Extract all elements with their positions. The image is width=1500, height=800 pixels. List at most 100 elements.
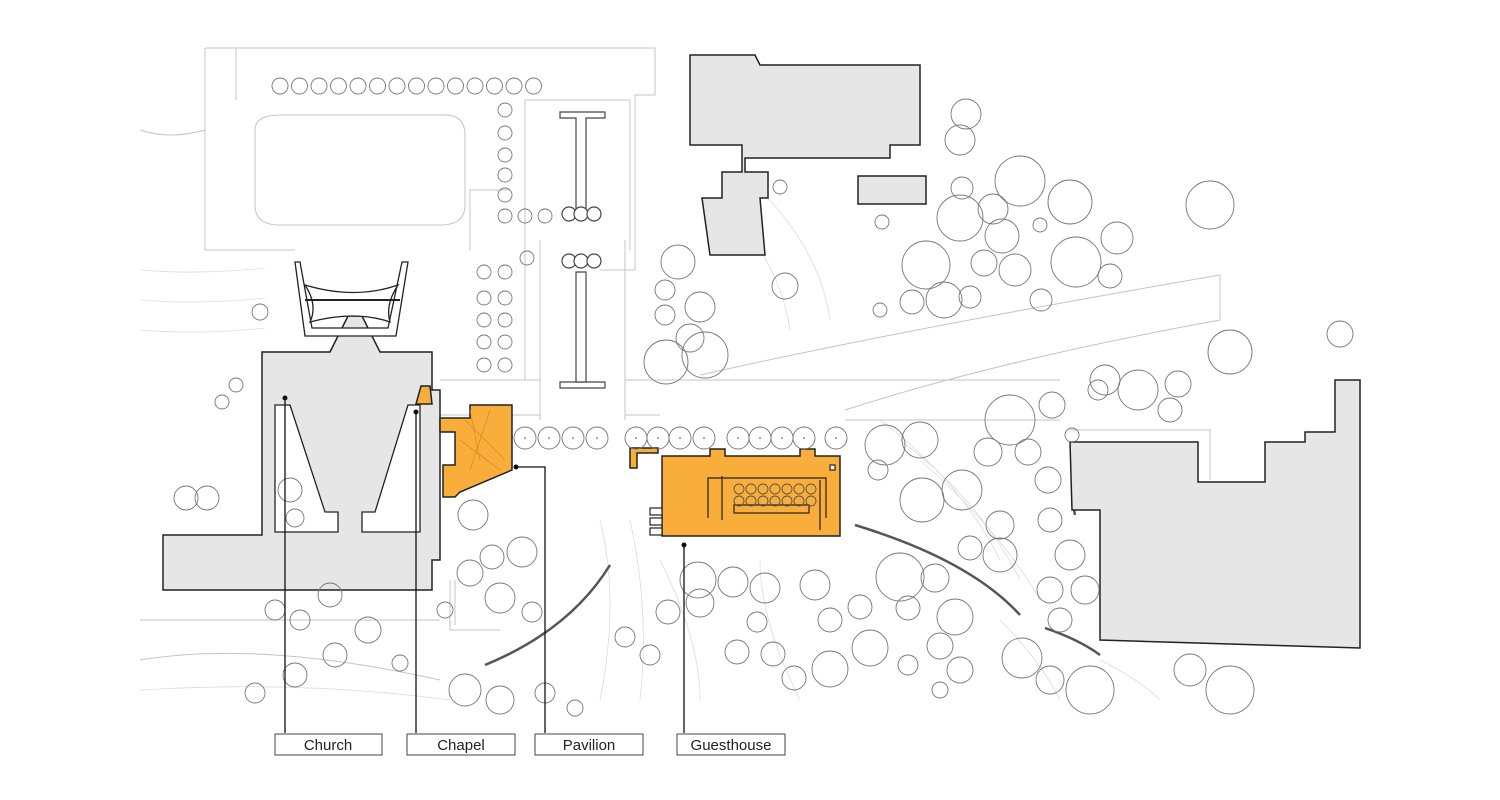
tree-icon (639, 644, 661, 666)
tree-icon (614, 626, 636, 648)
north-annex (857, 175, 927, 205)
tree-icon (566, 699, 584, 717)
label-church: Church (274, 733, 383, 756)
tree-icon (497, 187, 513, 203)
tree-icon (970, 249, 998, 277)
tree-icon (950, 98, 982, 130)
tree-icon (173, 485, 199, 511)
tree-icon (448, 673, 482, 707)
tree-icon (817, 607, 843, 633)
tree-icon (277, 477, 303, 503)
tree-icon (1065, 665, 1115, 715)
tree-icon (936, 598, 974, 636)
tree-icon (484, 582, 516, 614)
tree-icon (824, 426, 848, 450)
tree-center-dot (572, 437, 574, 439)
tree-icon (513, 426, 537, 450)
tree-icon (521, 601, 543, 623)
tree-icon (457, 499, 489, 531)
tree-icon (746, 611, 768, 633)
tree-icon (585, 426, 609, 450)
label-pavilion: Pavilion (534, 733, 644, 756)
tree-icon (925, 281, 963, 319)
tree-icon (654, 279, 676, 301)
tree-icon (1064, 427, 1080, 443)
tree-icon (874, 214, 890, 230)
tree-icon (668, 426, 692, 450)
tree-icon (1032, 217, 1048, 233)
tree-icon (519, 250, 535, 266)
contour-lines (139, 189, 1161, 701)
courtyard-circle-icon (733, 483, 745, 495)
tree-icon (692, 426, 716, 450)
tree-icon (497, 102, 513, 118)
tree-icon (476, 290, 492, 306)
tree-icon (982, 537, 1018, 573)
tree-icon (926, 632, 954, 660)
tree-icon (957, 535, 983, 561)
tree-icon (760, 641, 786, 667)
tree-icon (1185, 180, 1235, 230)
tree-icon (310, 77, 328, 95)
tree-icon (1117, 369, 1159, 411)
tree-icon (497, 147, 513, 163)
tree-icon (282, 662, 308, 688)
tree-icon (994, 155, 1046, 207)
tree-icon (941, 469, 983, 511)
tree-icon (1070, 575, 1100, 605)
tree-center-dot (803, 437, 805, 439)
tree-icon (899, 289, 925, 315)
tree-icon (436, 601, 454, 619)
tree-center-dot (657, 437, 659, 439)
tree-icon (479, 544, 505, 570)
tree-icon (497, 312, 513, 328)
tree-center-dot (835, 437, 837, 439)
tree-icon (946, 656, 974, 684)
tree-icon (1089, 364, 1121, 396)
tree-icon (476, 312, 492, 328)
courtyard-circle-icon (805, 483, 817, 495)
tree-icon (681, 331, 729, 379)
tree-center-dot (781, 437, 783, 439)
tree-icon (864, 424, 906, 466)
tree-icon (228, 377, 244, 393)
tree-icon (408, 77, 425, 95)
tree-icon (561, 426, 585, 450)
tree-icon (497, 125, 513, 141)
tree-icon (369, 77, 386, 95)
tree-icon (899, 477, 945, 523)
tree-icon (497, 334, 513, 350)
tree-icon (1100, 221, 1134, 255)
tree-icon (944, 124, 976, 156)
highlighted-buildings (415, 385, 841, 537)
tree-icon (497, 290, 513, 306)
tree-icon (660, 244, 696, 280)
courtyard-circle-icon (793, 495, 805, 507)
tree-icon (1038, 391, 1066, 419)
tree-icon (654, 304, 676, 326)
tree-icon (973, 437, 1003, 467)
tree-icon (897, 654, 919, 676)
tree-icon (1001, 637, 1043, 679)
courtyard-circle-icon (733, 495, 745, 507)
tree-icon (497, 167, 513, 183)
tree-icon (322, 642, 348, 668)
tree-icon (1054, 539, 1086, 571)
tree-icon (317, 582, 343, 608)
courtyard-circle-icon (757, 495, 769, 507)
tree-icon (486, 77, 503, 95)
tree-icon (749, 572, 781, 604)
tree-icon (289, 609, 311, 631)
courtyard-circle-icon (769, 483, 781, 495)
tree-icon (984, 394, 1036, 446)
tree-icon (1164, 370, 1192, 398)
existing-buildings (162, 54, 1361, 649)
tree-icon (685, 588, 715, 618)
trees (173, 77, 1354, 717)
tree-icon (931, 681, 949, 699)
pavilion-building (439, 404, 513, 498)
tree-icon (920, 563, 950, 593)
guesthouse-circles (733, 483, 817, 507)
tree-icon (684, 291, 716, 323)
